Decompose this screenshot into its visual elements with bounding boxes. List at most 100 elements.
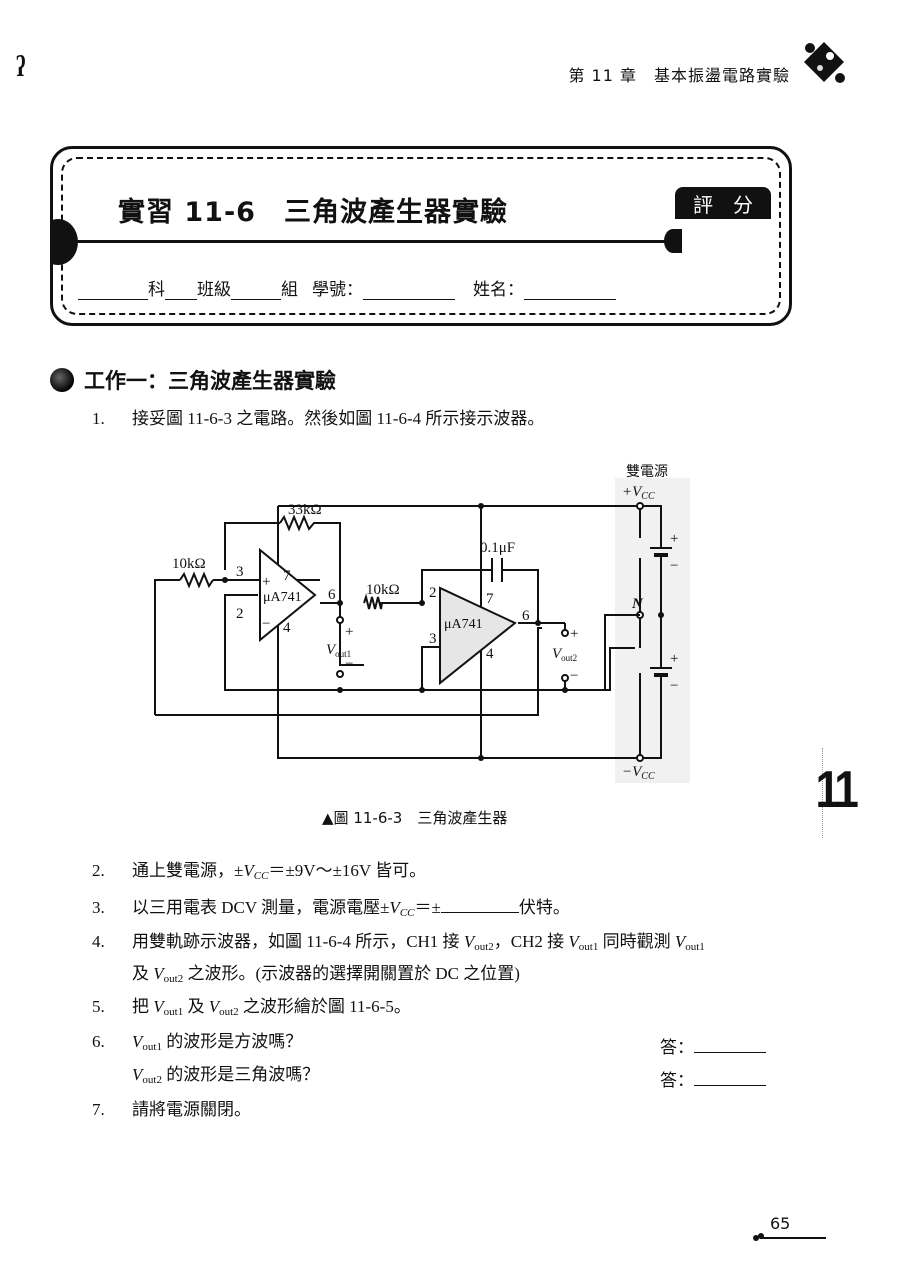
- label-c1: 0.1μF: [480, 540, 515, 556]
- battery2-plus: +: [670, 651, 678, 667]
- student-id-field[interactable]: [363, 281, 455, 300]
- name-field[interactable]: [524, 281, 616, 300]
- battery2-minus: −: [670, 678, 678, 694]
- resistor-10k-input: [179, 571, 214, 589]
- step-7: 7.請將電源關閉。: [92, 1101, 251, 1118]
- step-text: ＝±9V～±16V 皆可。: [268, 861, 427, 880]
- v-symbol: V: [153, 997, 164, 1016]
- v-subscript: out2: [219, 1006, 239, 1018]
- label-vcc-pos: +VCC: [622, 484, 655, 502]
- group-label: 組: [281, 280, 298, 300]
- step-text: 同時觀測: [598, 932, 675, 951]
- pin-7b: 7: [486, 591, 494, 607]
- section-heading: 工作一：三角波產生器實驗: [50, 365, 336, 395]
- label-vcc-neg: −VCC: [622, 764, 655, 782]
- step-4-line-2: 及 Vout2 之波形。(示波器的選擇開關置於 DC 之位置): [92, 965, 520, 985]
- battery-cells: [650, 547, 672, 677]
- answer-label: 答：: [660, 1038, 694, 1058]
- v-symbol: V: [463, 932, 475, 951]
- battery1-minus: −: [670, 558, 678, 574]
- v-subscript: out1: [578, 941, 599, 953]
- v-subscript: out1: [685, 941, 705, 953]
- label-vout1: Vout1: [326, 642, 351, 659]
- battery1-plus: +: [670, 531, 678, 547]
- title-rule: [60, 240, 672, 243]
- dept-field[interactable]: [78, 281, 148, 300]
- resistor-10k-integrator: [363, 593, 383, 610]
- pin-2b: 2: [429, 585, 437, 601]
- score-label-1: 評: [693, 192, 713, 217]
- answer-field[interactable]: [694, 1071, 766, 1086]
- label-vout2: Vout2: [552, 646, 577, 663]
- group-field[interactable]: [231, 281, 281, 300]
- vout2-plus: +: [570, 626, 578, 642]
- step-text: 接妥圖 11-6-3 之電路。然後如圖 11-6-4 所示接示波器。: [132, 409, 545, 428]
- pin-3a: 3: [236, 564, 244, 580]
- circuit-diagram: 10kΩ 33kΩ 10kΩ 0.1μF μA741 μA741 3 2 7 4…: [154, 464, 690, 783]
- junction-dots: [222, 503, 664, 761]
- label-r1: 10kΩ: [172, 556, 206, 572]
- minus-sign: −: [262, 616, 270, 632]
- answer-1: 答：: [660, 1033, 766, 1058]
- resistor-33k: [279, 514, 320, 532]
- capacitor-0.1uF: [491, 558, 503, 582]
- rule-end-right: [664, 229, 682, 253]
- label-opamp2: μA741: [444, 617, 483, 632]
- v-symbol: V: [132, 1032, 143, 1051]
- step-text: 伏特。: [518, 898, 570, 917]
- power-supply-panel: [615, 478, 690, 783]
- step-text: 用雙軌跡示波器，如圖 11-6-4 所示，CH1 接: [132, 932, 464, 951]
- step-number: 6.: [92, 1032, 105, 1051]
- opamp-2: [439, 586, 517, 686]
- step-text: 之波形繪於圖 11-6-5。: [238, 997, 411, 1016]
- puzzle-ornament-icon: [753, 1233, 764, 1241]
- step-number: 3.: [92, 898, 105, 917]
- step-6-line-2: Vout2 的波形是三角波嗎？: [92, 1066, 319, 1086]
- answer-label: 答：: [660, 1071, 694, 1091]
- student-info-form: 科 班級 組 學號： 姓名：: [78, 275, 616, 300]
- step-3: 3.以三用電表 DCV 測量，電源電壓±VCC＝±伏特。: [92, 898, 570, 919]
- v-subscript: out2: [163, 973, 184, 985]
- voltage-field[interactable]: [440, 898, 519, 913]
- running-header: 第 11 章 基本振盪電路實驗: [568, 66, 790, 85]
- name-label: 姓名：: [473, 280, 524, 300]
- step-text: ，CH2 接: [493, 932, 569, 951]
- step-1: 1. 接妥圖 11-6-3 之電路。然後如圖 11-6-4 所示接示波器。: [92, 410, 544, 427]
- vcc-symbol: V: [389, 898, 400, 917]
- triangle-marker-icon: ▲: [322, 809, 334, 827]
- class-field[interactable]: [165, 281, 197, 300]
- v-subscript: out1: [163, 1006, 184, 1018]
- pin-7a: 7: [283, 568, 291, 584]
- score-badge: 評 分: [675, 187, 771, 219]
- label-r3: 10kΩ: [366, 582, 400, 598]
- vcc-subscript: CC: [253, 870, 269, 882]
- pin-6b: 6: [522, 608, 530, 624]
- opamp-1: [259, 547, 317, 643]
- page-number-rule: [760, 1237, 826, 1239]
- step-text: 及: [132, 964, 154, 983]
- label-opamp1: μA741: [263, 590, 302, 605]
- step-text: ＝±: [414, 898, 441, 917]
- pin-6a: 6: [328, 587, 336, 603]
- step-6: 6.Vout1 的波形是方波嗎？: [92, 1033, 302, 1053]
- step-5: 5.把 Vout1 及 Vout2 之波形繪於圖 11-6-5。: [92, 998, 411, 1018]
- vcc-subscript: CC: [399, 907, 415, 919]
- score-label-2: 分: [733, 192, 753, 217]
- page-number: 65: [770, 1214, 791, 1233]
- step-number: 1.: [92, 409, 105, 428]
- v-symbol: V: [132, 1065, 143, 1084]
- vout2-minus: −: [570, 668, 578, 684]
- plus-sign: +: [262, 574, 270, 590]
- step-number: 5.: [92, 997, 105, 1016]
- vcc-symbol: V: [243, 861, 254, 880]
- v-subscript: out2: [142, 1074, 162, 1086]
- margin-mark: ʔ: [15, 50, 26, 83]
- v-symbol: V: [208, 997, 220, 1016]
- step-number: 4.: [92, 932, 105, 951]
- globe-icon: [50, 368, 74, 392]
- v-subscript: out2: [474, 941, 494, 953]
- label-r2: 33kΩ: [288, 502, 322, 518]
- class-label: 班級: [197, 280, 231, 300]
- figure-caption: ▲圖 11-6-3 三角波產生器: [322, 807, 507, 828]
- answer-field[interactable]: [694, 1038, 766, 1053]
